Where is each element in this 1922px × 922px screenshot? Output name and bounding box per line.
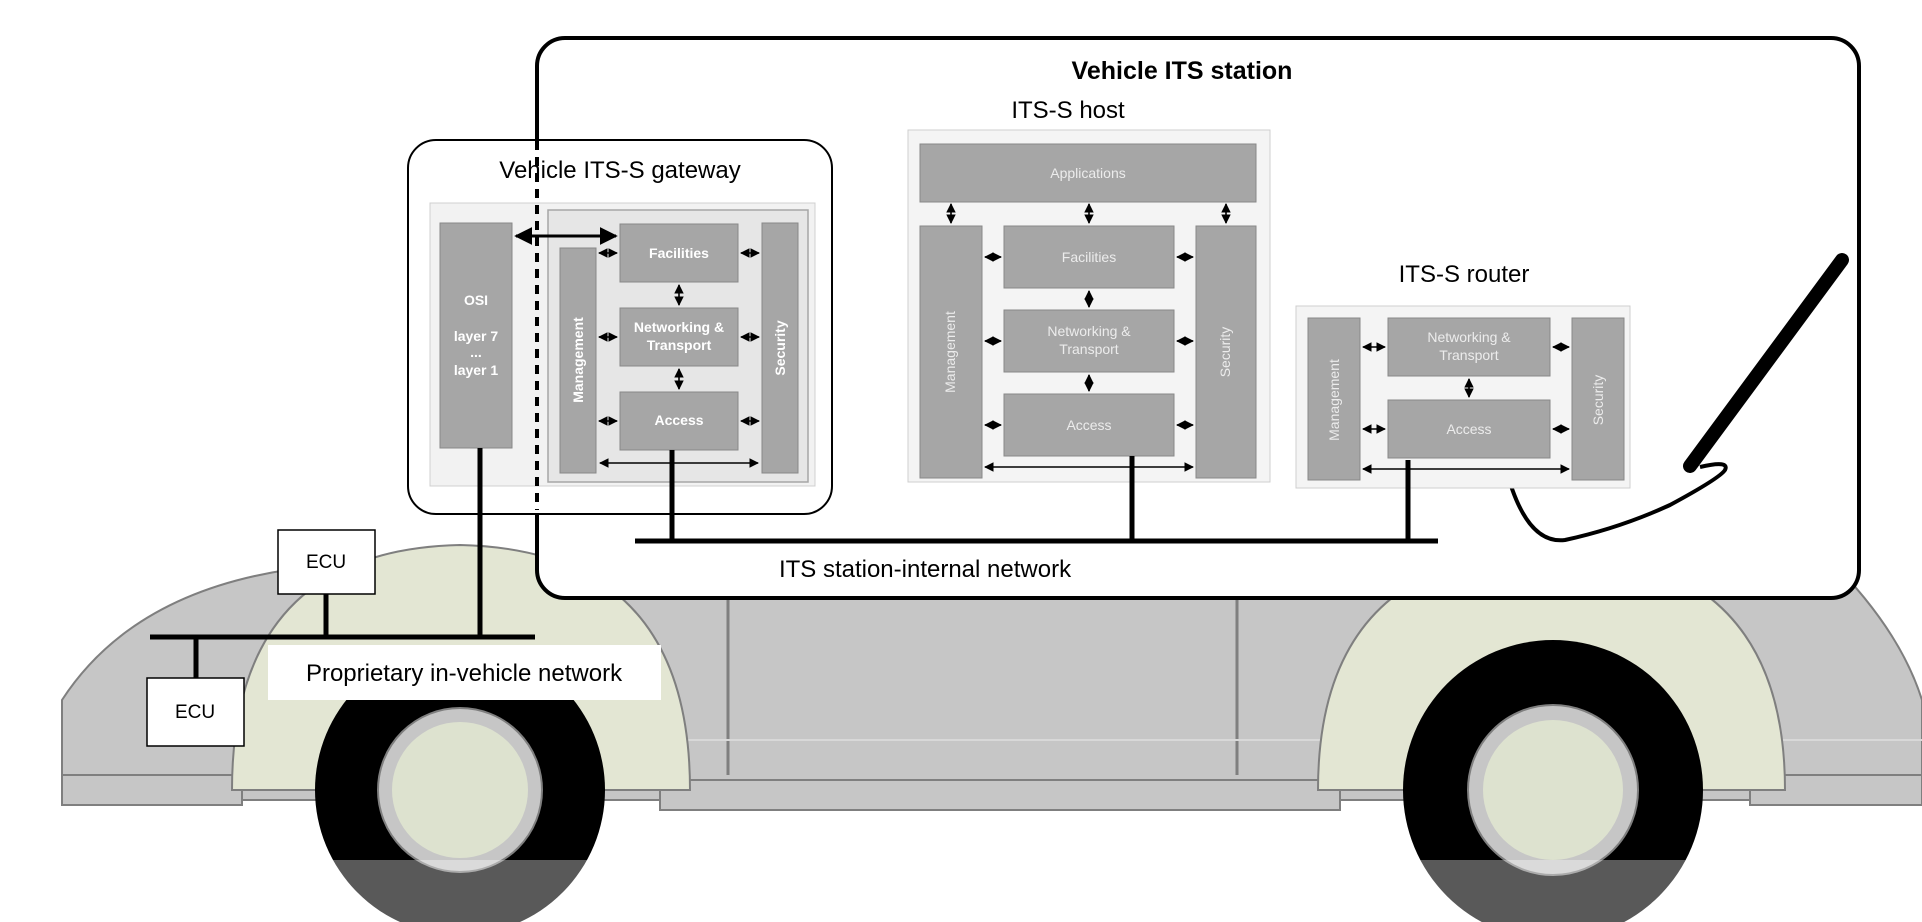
gateway-networking-label-2: Transport [647,337,712,353]
ecu-top-box [277,529,376,595]
gateway-security-block [761,222,799,474]
gateway-osi-label: OSI [464,292,488,308]
internal-network [635,450,1438,544]
gateway-osi-layer7: layer 7 [454,328,499,344]
router-security-block [1571,317,1625,481]
host-networking-label-2: Transport [1059,341,1119,357]
proprietary-network [150,448,535,678]
host-group: ITS-S host Applications Management Secur… [907,97,1271,483]
gateway-access-label: Access [654,412,703,428]
router-group: ITS-S router Management Security Network… [1295,261,1631,489]
router-security-label: Security [1590,375,1606,426]
car-rocker-panel [659,779,1341,811]
host-title: ITS-S host [1011,97,1125,124]
ground-fade [0,860,1922,922]
router-management-label: Management [1326,359,1342,441]
proprietary-network-label-bg [268,645,661,700]
rear-hub [1483,720,1623,860]
host-security-block [1195,225,1257,479]
gateway-osi-dots: ... [470,344,482,360]
router-access-block [1387,399,1551,459]
gateway-networking-block [619,307,739,367]
host-arrows [946,203,1231,472]
gateway-group: Vehicle ITS-S gateway OSI layer 7 ... la… [407,139,833,515]
router-management-block [1307,317,1361,481]
gateway-arrows [514,227,760,468]
gateway-management-label: Management [570,317,586,403]
host-management-label: Management [942,311,958,393]
internal-network-label: ITS station-internal network [779,556,1072,583]
router-title: ITS-S router [1399,261,1530,288]
router-networking-label-2: Transport [1439,347,1499,363]
host-networking-label-1: Networking & [1047,323,1131,339]
router-networking-block [1387,317,1551,377]
ecu-bottom-label: ECU [175,702,215,723]
router-networking-label-1: Networking & [1427,329,1511,345]
gateway-security-label: Security [772,320,788,375]
host-access-label: Access [1066,417,1111,433]
gateway-access-block [619,391,739,451]
gateway-facilities-block [619,223,739,283]
gateway-facilities-label: Facilities [649,245,709,261]
gateway-osi-block [439,222,513,449]
front-hub [392,722,528,858]
host-access-block [1003,393,1175,457]
gateway-management-block [559,247,597,474]
host-security-label: Security [1217,327,1233,378]
ecu-bottom-box [146,677,245,747]
host-applications-label: Applications [1050,165,1126,181]
gateway-osi-layer1: layer 1 [454,362,499,378]
car-front-bumper [61,774,243,806]
ecu-top-label: ECU [306,552,346,573]
host-facilities-block [1003,225,1175,289]
router-arrows [1362,342,1570,474]
host-applications-block [919,143,1257,203]
gateway-title: Vehicle ITS-S gateway [499,157,740,184]
vehicle-its-station-title: Vehicle ITS station [1072,57,1293,85]
host-management-block [919,225,983,479]
host-networking-block [1003,309,1175,373]
router-access-label: Access [1446,421,1491,437]
antenna [1503,253,1849,543]
host-facilities-label: Facilities [1062,249,1116,265]
gateway-networking-label-1: Networking & [634,319,724,335]
car-illustration [0,543,1922,922]
proprietary-network-label: Proprietary in-vehicle network [306,660,623,687]
